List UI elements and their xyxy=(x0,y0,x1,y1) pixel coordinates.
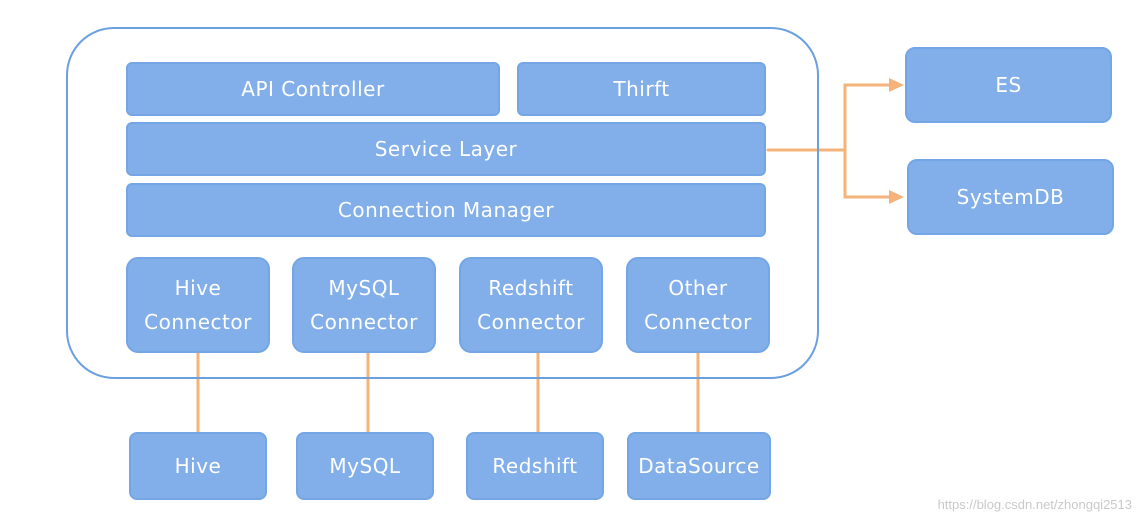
server-boundary xyxy=(66,27,819,379)
systemdb-box: SystemDB xyxy=(907,159,1114,235)
watermark-text: https://blog.csdn.net/zhongqi2513 xyxy=(937,497,1132,512)
other-datasource-box: DataSource xyxy=(627,432,771,500)
thrift-box: Thirft xyxy=(517,62,766,116)
datasource-label: Hive xyxy=(174,454,222,478)
es-box: ES xyxy=(905,47,1112,123)
service-layer-label: Service Layer xyxy=(374,137,518,161)
connector-label-line2: Connector xyxy=(644,310,752,334)
connector-label-line1: MySQL xyxy=(328,276,400,300)
connector-label-line1: Redshift xyxy=(488,276,574,300)
link-to-es xyxy=(843,83,892,152)
mysql-connector-box: MySQL Connector xyxy=(292,257,436,353)
connector-label-line2: Connector xyxy=(310,310,418,334)
thrift-label: Thirft xyxy=(613,77,670,101)
arrow-head-systemdb xyxy=(889,190,904,204)
link-to-systemdb xyxy=(843,148,892,199)
datasource-label: MySQL xyxy=(329,454,401,478)
connector-label-line1: Hive xyxy=(174,276,222,300)
hive-datasource-box: Hive xyxy=(129,432,267,500)
api-controller-box: API Controller xyxy=(126,62,500,116)
connector-label-line2: Connector xyxy=(477,310,585,334)
connector-label-line1: Other xyxy=(668,276,728,300)
datasource-label: DataSource xyxy=(638,454,760,478)
mysql-datasource-box: MySQL xyxy=(296,432,434,500)
connection-manager-box: Connection Manager xyxy=(126,183,766,237)
redshift-connector-box: Redshift Connector xyxy=(459,257,603,353)
api-controller-label: API Controller xyxy=(241,77,385,101)
hive-connector-box: Hive Connector xyxy=(126,257,270,353)
es-label: ES xyxy=(995,73,1022,97)
connector-label-line2: Connector xyxy=(144,310,252,334)
datasource-label: Redshift xyxy=(492,454,578,478)
connection-manager-label: Connection Manager xyxy=(337,198,555,222)
systemdb-label: SystemDB xyxy=(956,185,1065,209)
redshift-datasource-box: Redshift xyxy=(466,432,604,500)
service-layer-box: Service Layer xyxy=(126,122,766,176)
other-connector-box: Other Connector xyxy=(626,257,770,353)
arrow-head-es xyxy=(889,78,904,92)
